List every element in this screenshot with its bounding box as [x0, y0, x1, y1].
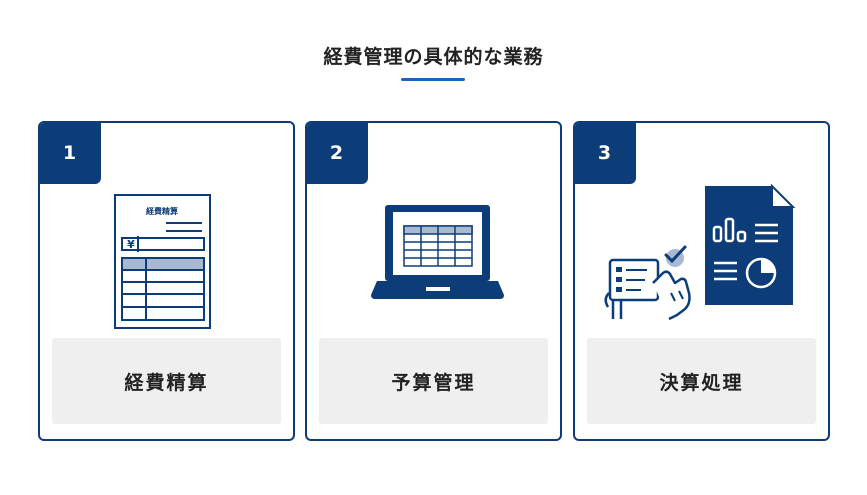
card-number-badge: 1: [40, 123, 101, 184]
card-label: 決算処理: [587, 338, 816, 424]
card-number-badge: 2: [307, 123, 368, 184]
card-closing-process: 3 決算処理: [573, 121, 830, 441]
card-budget-management: 2 予算管理: [305, 121, 562, 441]
doc-heading: 経費精算: [146, 206, 178, 216]
yen-icon: ¥: [127, 238, 135, 251]
card-expense-settlement: 1 経費精算 ¥ 経費精算: [38, 121, 295, 441]
title-underline: [401, 78, 465, 81]
card-label: 予算管理: [319, 338, 548, 424]
financial-report-icon: [604, 183, 796, 321]
card-label: 経費精算: [52, 338, 281, 424]
expense-report-icon: 経費精算 ¥: [114, 194, 211, 329]
laptop-spreadsheet-icon: [371, 205, 504, 299]
page-title: 経費管理の具体的な業務: [323, 46, 544, 68]
card-number-badge: 3: [575, 123, 636, 184]
